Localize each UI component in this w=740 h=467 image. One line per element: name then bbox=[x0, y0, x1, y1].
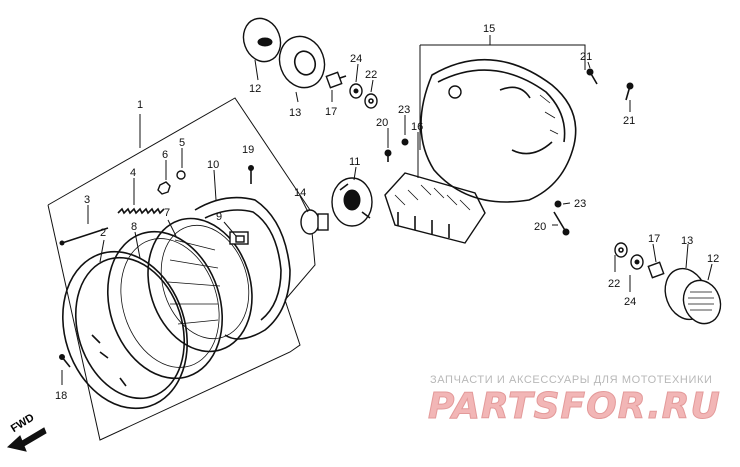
callout-9: 9 bbox=[216, 211, 222, 223]
callout-15: 15 bbox=[483, 23, 495, 35]
callout-16: 16 bbox=[411, 121, 423, 133]
bolt-17-top bbox=[325, 71, 347, 89]
bolt-21-a bbox=[586, 68, 598, 85]
headlight-reflector bbox=[147, 217, 253, 353]
callout-22-right: 22 bbox=[608, 278, 620, 290]
callout-23-a: 23 bbox=[398, 104, 410, 116]
callout-8: 8 bbox=[131, 221, 137, 233]
case-outline bbox=[419, 35, 586, 150]
screw-20-a bbox=[384, 149, 392, 162]
screw-18 bbox=[59, 354, 71, 368]
callout-20-a: 20 bbox=[376, 117, 388, 129]
washer-24-right bbox=[630, 254, 644, 270]
callout-6: 6 bbox=[162, 149, 168, 161]
adjusting-screw bbox=[59, 227, 109, 246]
callout-19: 19 bbox=[242, 144, 254, 156]
callout-24-right: 24 bbox=[624, 296, 636, 308]
callout-20-b: 20 bbox=[534, 221, 546, 233]
callout-13-right: 13 bbox=[681, 235, 693, 247]
callout-11: 11 bbox=[349, 156, 360, 168]
callout-21-a: 21 bbox=[580, 51, 592, 63]
callout-17-right: 17 bbox=[648, 233, 660, 245]
knob-12-right bbox=[682, 279, 722, 325]
cap bbox=[176, 170, 186, 180]
screw-20-b bbox=[553, 211, 570, 236]
callout-5: 5 bbox=[179, 137, 185, 149]
bulb-socket bbox=[331, 177, 373, 227]
callout-2: 2 bbox=[100, 227, 106, 239]
nut-23-a bbox=[401, 138, 409, 146]
washer-24-top bbox=[349, 83, 363, 99]
bolt-21-b bbox=[625, 82, 634, 101]
cover-13-top bbox=[278, 35, 326, 89]
frame-clip bbox=[235, 235, 245, 243]
callout-7: 7 bbox=[164, 207, 170, 219]
headlight-bulb bbox=[299, 195, 329, 235]
callout-3: 3 bbox=[84, 194, 90, 206]
callout-14: 14 bbox=[294, 187, 306, 199]
headlight-lens bbox=[106, 230, 224, 380]
callout-23-b: 23 bbox=[574, 198, 586, 210]
leader-lines bbox=[61, 59, 713, 385]
watermark-logo: PARTSFOR.RU bbox=[428, 386, 721, 428]
washer-22-right bbox=[614, 242, 628, 258]
nut-23-b bbox=[554, 200, 562, 208]
headlight-rim bbox=[62, 250, 188, 410]
callout-24-top: 24 bbox=[350, 53, 362, 65]
callout-22-top: 22 bbox=[365, 69, 377, 81]
screw-19 bbox=[248, 165, 254, 184]
callout-4: 4 bbox=[130, 167, 136, 179]
callout-13-top: 13 bbox=[289, 107, 301, 119]
callout-1: 1 bbox=[137, 99, 143, 111]
watermark-tagline: ЗАПЧАСТИ И АКСЕССУАРЫ ДЛЯ МОТОТЕХНИКИ bbox=[430, 374, 713, 386]
headlight-case bbox=[420, 58, 577, 203]
callout-17-top: 17 bbox=[325, 106, 337, 118]
fwd-arrow-icon bbox=[6, 427, 47, 452]
knob-12-top bbox=[242, 17, 282, 63]
callout-21-b: 21 bbox=[623, 115, 635, 127]
callout-18: 18 bbox=[55, 390, 67, 402]
washer-22-top bbox=[364, 93, 378, 109]
callout-12-top: 12 bbox=[249, 83, 261, 95]
nut bbox=[157, 181, 171, 195]
wire-connector-block bbox=[384, 132, 486, 244]
bolt-17-right bbox=[647, 261, 665, 279]
adjusting-spring bbox=[117, 207, 165, 215]
callout-10: 10 bbox=[207, 159, 219, 171]
callout-12-right: 12 bbox=[707, 253, 719, 265]
